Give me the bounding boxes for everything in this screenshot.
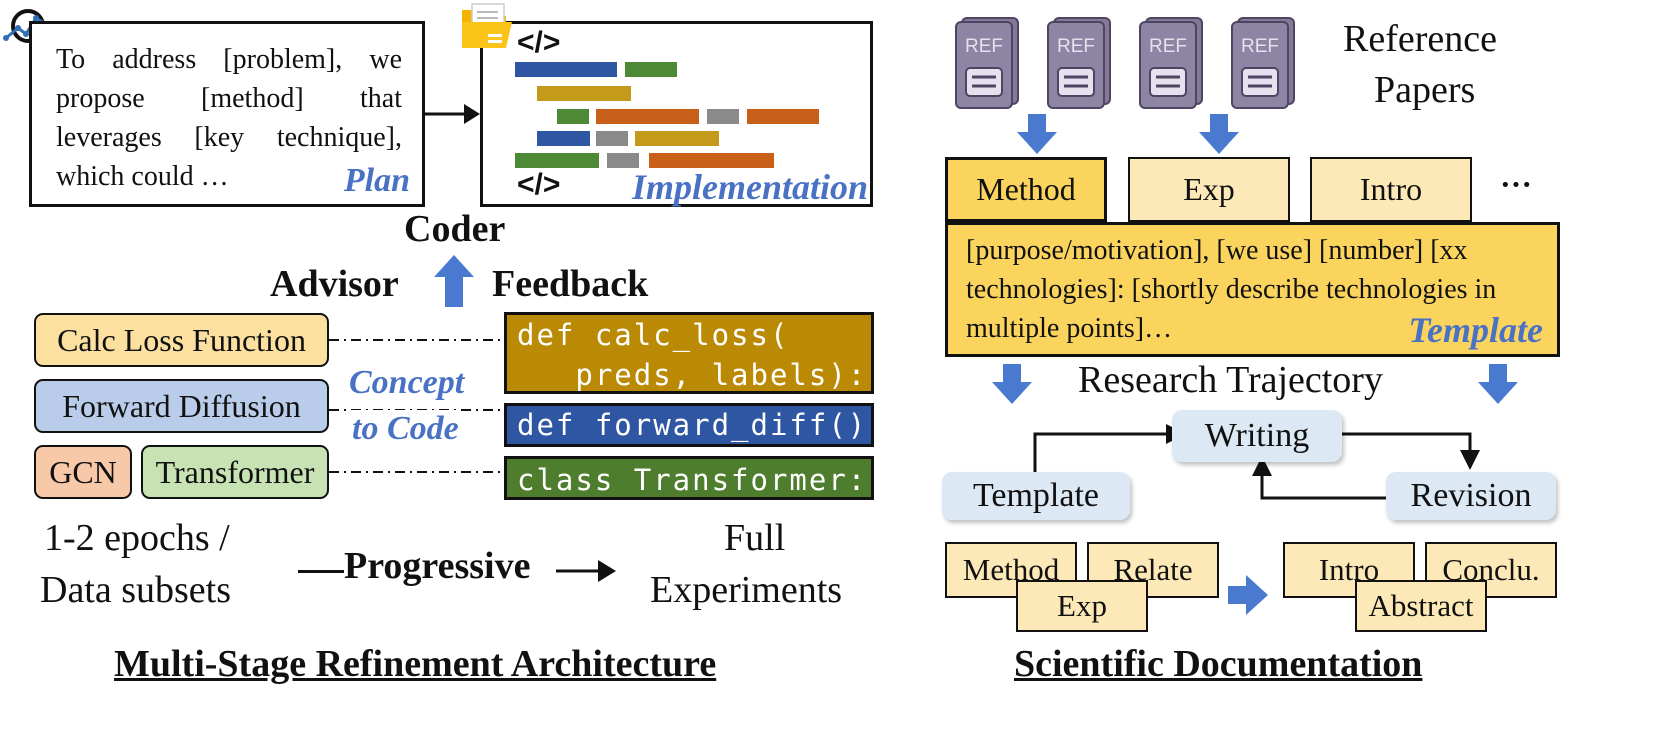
concept-forward-diffusion: Forward Diffusion xyxy=(34,379,329,433)
progress-left-line2: Data subsets xyxy=(40,569,232,611)
ref-book-label: REF xyxy=(1057,36,1095,57)
plan-box: To address [problem], we propose [method… xyxy=(29,21,425,207)
code-tag-close: </> xyxy=(517,168,561,201)
progress-right-line2: Experiments xyxy=(650,569,843,611)
down-arrow-icon xyxy=(1017,114,1057,159)
progress-right-line1: Full xyxy=(724,517,786,559)
right-arrow-icon xyxy=(556,558,618,589)
progress-left-line1: 1-2 epochs / xyxy=(44,517,230,559)
code-bar xyxy=(537,131,590,146)
down-arrow-icon xyxy=(992,364,1032,409)
left-panel-title: Multi-Stage Refinement Architecture xyxy=(114,643,717,685)
code-bar xyxy=(596,109,699,124)
concept-calc-loss: Calc Loss Function xyxy=(34,313,329,367)
ref-book-label: REF xyxy=(1149,36,1187,57)
section-intro: Intro xyxy=(1310,157,1472,222)
progress-lead-line xyxy=(298,570,344,573)
ref-title-line1: Reference xyxy=(1343,18,1497,60)
down-arrow-icon xyxy=(1199,114,1239,159)
section-method: Method xyxy=(945,157,1107,222)
doc-intro: Intro xyxy=(1283,542,1415,598)
folder-icon xyxy=(460,2,516,50)
ref-book-icon: REF xyxy=(1136,16,1206,110)
concept-to-code-line1: Concept xyxy=(347,364,467,402)
implementation-label: Implementation xyxy=(631,167,868,207)
down-arrow-icon xyxy=(1478,364,1518,409)
plan-to-impl-arrow xyxy=(424,101,482,132)
coder-label: Coder xyxy=(404,208,506,250)
code-bar xyxy=(596,131,628,146)
ref-title-line2: Papers xyxy=(1374,69,1476,111)
code-tag-open: </> xyxy=(517,26,561,59)
research-trajectory-label: Research Trajectory xyxy=(1078,359,1383,401)
template-label: Template xyxy=(1408,310,1543,350)
trajectory-writing: Writing xyxy=(1172,410,1342,462)
concept-gcn: GCN xyxy=(34,445,132,499)
section-more: ··· xyxy=(1500,166,1533,202)
code-bar xyxy=(649,153,774,168)
code-bar xyxy=(625,62,677,77)
trajectory-revision: Revision xyxy=(1386,472,1556,520)
concept-to-code-line2: to Code xyxy=(350,410,461,448)
plan-label: Plan xyxy=(343,162,410,199)
advisor-label: Advisor xyxy=(270,263,399,305)
trajectory-template: Template xyxy=(942,472,1130,520)
trajectory-flow-lines xyxy=(940,410,1500,525)
doc-exp: Exp xyxy=(1016,580,1148,632)
progress-middle: Progressive xyxy=(344,545,531,587)
code-bar xyxy=(537,86,631,101)
right-arrow-icon xyxy=(1228,575,1268,620)
doc-abstract: Abstract xyxy=(1355,580,1487,632)
plan-text: To address [problem], we propose [method… xyxy=(56,44,402,192)
feedback-label: Feedback xyxy=(492,263,649,305)
concept-transformer: Transformer xyxy=(141,445,329,499)
code-bar xyxy=(635,131,719,146)
ref-book-icon: REF xyxy=(1044,16,1114,110)
up-arrow-icon xyxy=(434,255,474,312)
code-bar xyxy=(707,109,739,124)
code-bar xyxy=(607,153,639,168)
code-bar xyxy=(515,62,617,77)
template-box: [purpose/motivation], [we use] [number] … xyxy=(945,222,1560,357)
code-bar xyxy=(515,153,599,168)
code-transformer: class Transformer: xyxy=(504,456,874,500)
code-bar xyxy=(557,109,589,124)
ref-book-label: REF xyxy=(965,36,1003,57)
ref-book-label: REF xyxy=(1241,36,1279,57)
ref-book-icon: REF xyxy=(1228,16,1298,110)
implementation-box: </> </> Implementation xyxy=(480,21,873,207)
right-panel-title: Scientific Documentation xyxy=(1014,643,1423,685)
code-bar xyxy=(747,109,819,124)
section-exp: Exp xyxy=(1128,157,1290,222)
ref-book-icon: REF xyxy=(952,16,1022,110)
template-text: [purpose/motivation], [we use] [number] … xyxy=(966,235,1497,344)
code-forward-diff: def forward_diff(): xyxy=(504,403,874,447)
code-calc-loss: def calc_loss( preds, labels): xyxy=(504,312,874,394)
